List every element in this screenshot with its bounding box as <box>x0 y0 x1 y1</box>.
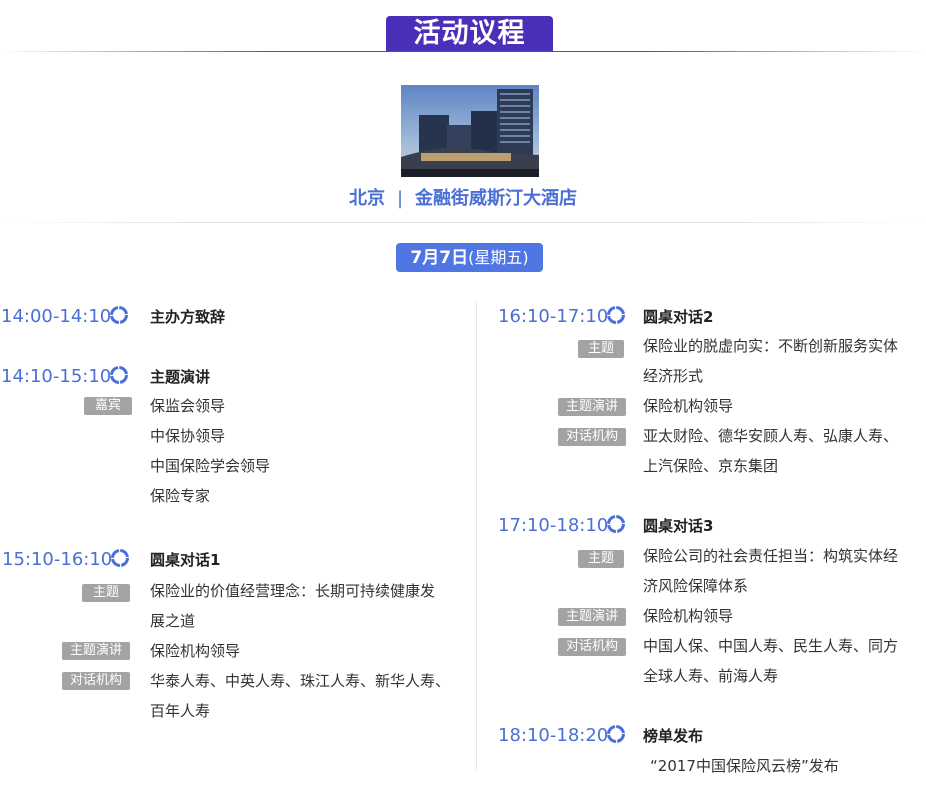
column-divider <box>476 302 477 770</box>
session-title: 圆桌对话1 <box>150 551 221 569</box>
role-tag: 嘉宾 <box>84 397 132 415</box>
detail-line: 上汽保险、京东集团 <box>643 457 779 475</box>
detail-line: 中国保险学会领导 <box>150 457 271 475</box>
detail-line: 保监会领导 <box>150 397 226 415</box>
header-divider <box>0 51 926 52</box>
detail-line: 华泰人寿、中英人寿、珠江人寿、新华人寿、 <box>150 672 451 690</box>
detail-line: “2017中国保险风云榜”发布 <box>650 757 839 775</box>
session-title: 圆桌对话2 <box>643 308 714 326</box>
venue-line: 北京 | 金融街威斯汀大酒店 <box>0 184 926 210</box>
session-title: 主题演讲 <box>150 368 211 386</box>
detail-line: 展之道 <box>150 612 196 630</box>
venue-photo <box>401 85 539 177</box>
role-tag: 主题 <box>578 550 624 568</box>
date-day: 7月7日 <box>410 248 469 268</box>
detail-line: 亚太财险、德华安顾人寿、弘康人寿、 <box>643 427 899 445</box>
agenda-title: 活动议程 <box>386 16 553 52</box>
role-tag: 主题演讲 <box>558 608 626 626</box>
venue-divider <box>0 222 926 223</box>
venue-separator: | <box>396 188 404 209</box>
role-tag: 对话机构 <box>558 638 626 656</box>
session-title: 榜单发布 <box>643 727 704 745</box>
clock-ring-icon <box>607 725 625 743</box>
detail-line: 保险专家 <box>150 487 211 505</box>
detail-line: 保险业的脱虚向实：不断创新服务实体 <box>643 337 899 355</box>
session-time: 14:00-14:10 <box>1 306 112 327</box>
date-weekday: (星期五) <box>468 248 529 267</box>
session-time: 16:10-17:10 <box>498 306 609 327</box>
role-tag: 对话机构 <box>558 428 626 446</box>
detail-line: 全球人寿、前海人寿 <box>643 667 779 685</box>
detail-line: 保险机构领导 <box>150 642 241 660</box>
session-time: 17:10-18:10 <box>498 515 609 536</box>
session-time: 15:10-16:10 <box>2 549 113 570</box>
role-tag: 主题 <box>82 584 130 602</box>
detail-line: 济风险保障体系 <box>643 577 749 595</box>
clock-ring-icon <box>607 515 625 533</box>
detail-line: 保险机构领导 <box>643 397 734 415</box>
clock-ring-icon <box>111 549 129 567</box>
session-title: 主办方致辞 <box>150 308 226 326</box>
detail-line: 中国人保、中国人寿、民生人寿、同方 <box>643 637 899 655</box>
clock-ring-icon <box>110 366 128 384</box>
detail-line: 百年人寿 <box>150 702 211 720</box>
role-tag: 对话机构 <box>62 672 130 690</box>
clock-ring-icon <box>607 306 625 324</box>
clock-ring-icon <box>110 306 128 324</box>
role-tag: 主题演讲 <box>62 642 130 660</box>
date-badge: 7月7日(星期五) <box>396 243 543 272</box>
detail-line: 保险机构领导 <box>643 607 734 625</box>
detail-line: 经济形式 <box>643 367 704 385</box>
detail-line: 保险业的价值经营理念：长期可持续健康发 <box>150 582 436 600</box>
venue-city: 北京 <box>348 188 385 209</box>
venue-hotel: 金融街威斯汀大酒店 <box>415 188 578 209</box>
role-tag: 主题演讲 <box>558 398 626 416</box>
detail-line: 保险公司的社会责任担当：构筑实体经 <box>643 547 899 565</box>
session-time: 18:10-18:20 <box>498 725 609 746</box>
session-title: 圆桌对话3 <box>643 517 714 535</box>
role-tag: 主题 <box>578 340 624 358</box>
session-time: 14:10-15:10 <box>1 366 112 387</box>
detail-line: 中保协领导 <box>150 427 226 445</box>
